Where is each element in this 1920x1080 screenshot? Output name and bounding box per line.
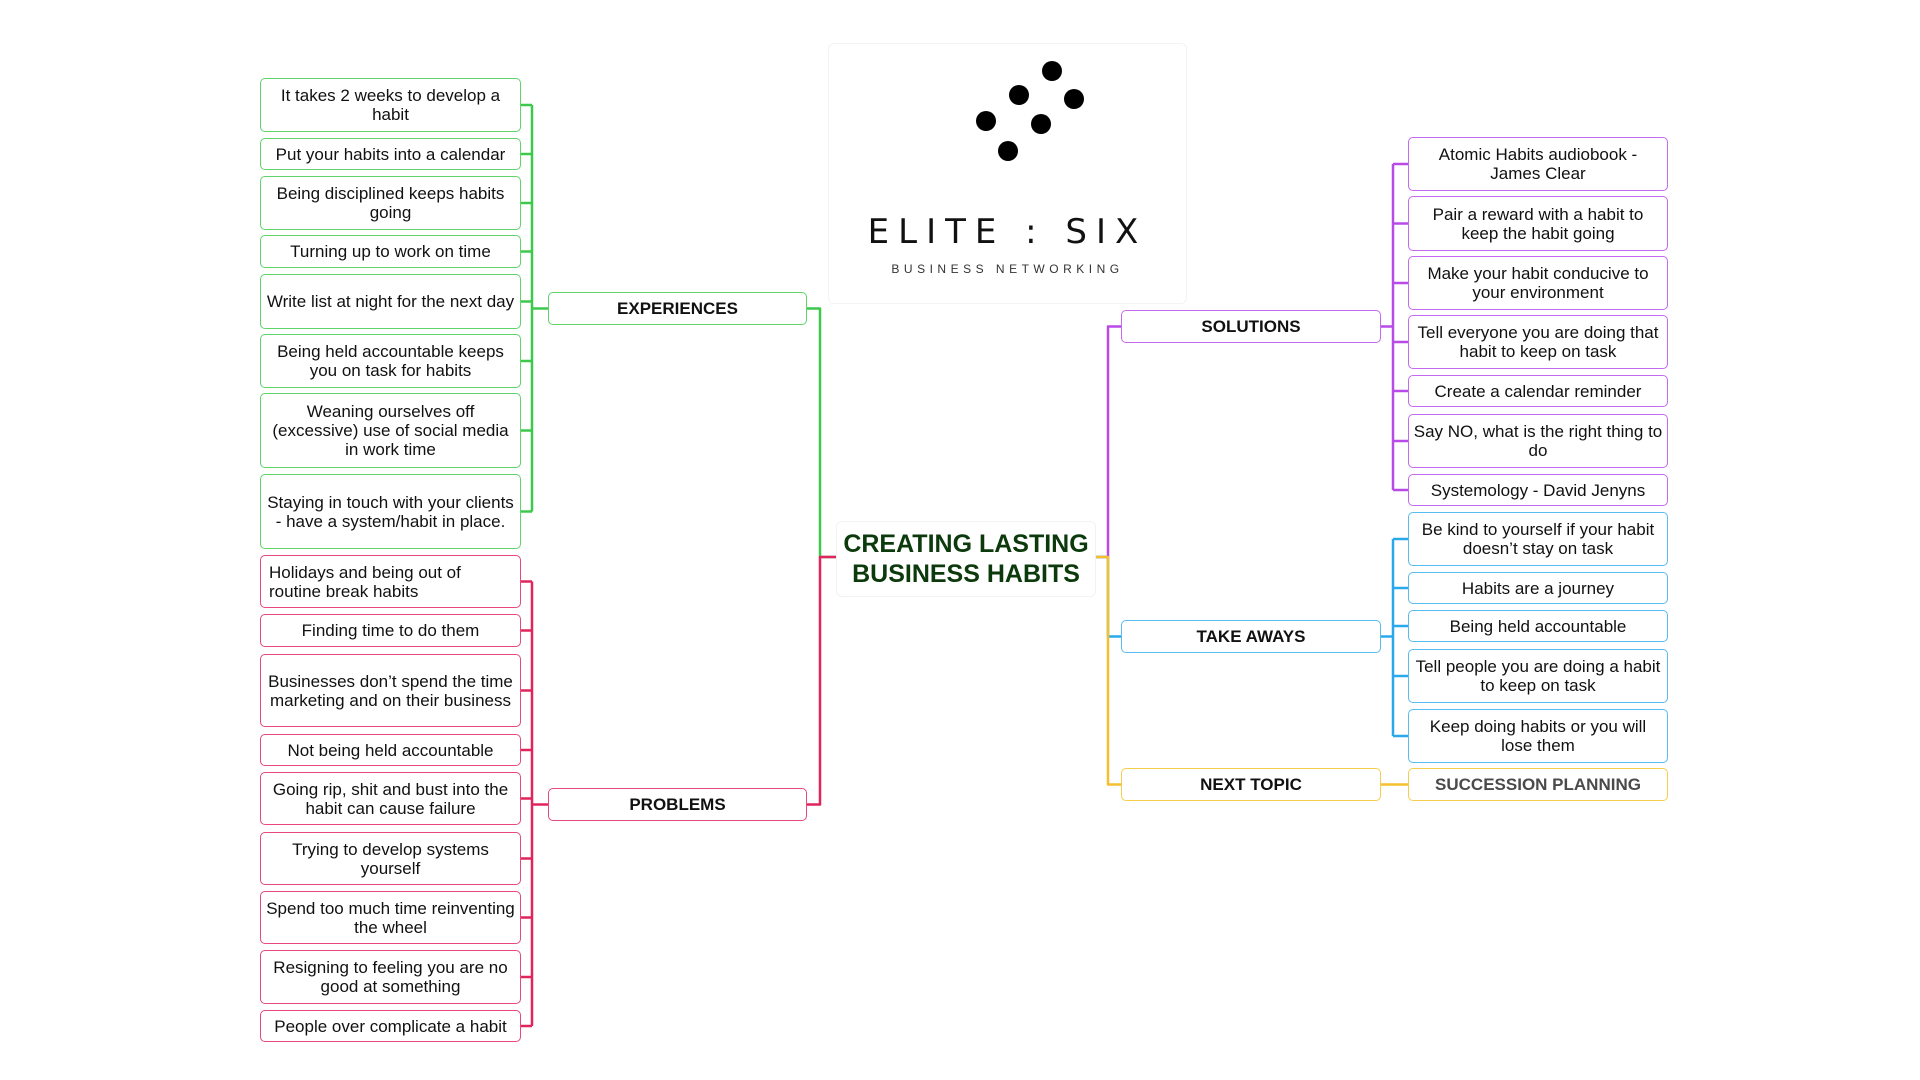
leaf-next-topic[interactable]: SUCCESSION PLANNING bbox=[1408, 768, 1668, 801]
branch-experiences[interactable]: EXPERIENCES bbox=[548, 292, 807, 325]
branch-next-topic-label: NEXT TOPIC bbox=[1200, 775, 1302, 794]
logo-dot bbox=[1042, 61, 1062, 81]
leaf-solutions-label: Make your habit conducive to your enviro… bbox=[1427, 264, 1649, 302]
leaf-solutions[interactable]: Create a calendar reminder bbox=[1408, 375, 1668, 407]
leaf-solutions-label: Create a calendar reminder bbox=[1434, 381, 1642, 401]
leaf-take-aways[interactable]: Be kind to yourself if your habit doesn’… bbox=[1408, 512, 1668, 566]
leaf-experiences-label: Put your habits into a calendar bbox=[275, 144, 506, 164]
leaf-problems[interactable]: Not being held accountable bbox=[260, 734, 521, 766]
leaf-take-aways-label: Being held accountable bbox=[1449, 616, 1627, 636]
leaf-solutions[interactable]: Pair a reward with a habit to keep the h… bbox=[1408, 196, 1668, 251]
leaf-experiences[interactable]: It takes 2 weeks to develop a habit bbox=[260, 78, 521, 132]
leaf-experiences[interactable]: Turning up to work on time bbox=[260, 235, 521, 268]
central-topic[interactable]: CREATING LASTING BUSINESS HABITS bbox=[836, 521, 1096, 597]
branch-problems-label: PROBLEMS bbox=[629, 795, 726, 814]
leaf-take-aways[interactable]: Keep doing habits or you will lose them bbox=[1408, 709, 1668, 763]
leaf-problems-label: Businesses don’t spend the time marketin… bbox=[268, 671, 513, 710]
logo-dot bbox=[1031, 114, 1051, 134]
leaf-experiences[interactable]: Weaning ourselves off (excessive) use of… bbox=[260, 393, 521, 468]
leaf-problems-label: Trying to develop systems yourself bbox=[292, 839, 489, 878]
branch-take-aways[interactable]: TAKE AWAYS bbox=[1121, 620, 1381, 653]
branch-problems[interactable]: PROBLEMS bbox=[548, 788, 807, 821]
leaf-experiences-label: Weaning ourselves off (excessive) use of… bbox=[272, 402, 509, 459]
leaf-take-aways[interactable]: Habits are a journey bbox=[1408, 572, 1668, 604]
connector-problems bbox=[807, 555, 836, 806]
leaf-experiences-label: Being disciplined keeps habits going bbox=[276, 184, 505, 222]
branch-solutions-label: SOLUTIONS bbox=[1201, 317, 1301, 336]
leaf-problems-label: People over complicate a habit bbox=[274, 1016, 507, 1036]
logo-dot bbox=[1064, 89, 1084, 109]
leaf-solutions[interactable]: Say NO, what is the right thing to do bbox=[1408, 414, 1668, 468]
leaf-experiences[interactable]: Write list at night for the next day bbox=[260, 274, 521, 329]
leaf-problems-label: Spend too much time reinventing the whee… bbox=[266, 898, 515, 937]
leaf-experiences[interactable]: Put your habits into a calendar bbox=[260, 138, 521, 170]
branch-take-aways-label: TAKE AWAYS bbox=[1196, 627, 1306, 646]
leaf-solutions-label: Systemology - David Jenyns bbox=[1430, 480, 1646, 500]
branch-solutions[interactable]: SOLUTIONS bbox=[1121, 310, 1381, 343]
leaf-take-aways-label: Be kind to yourself if your habit doesn’… bbox=[1421, 520, 1655, 558]
leaf-problems[interactable]: People over complicate a habit bbox=[260, 1010, 521, 1042]
leaf-take-aways[interactable]: Tell people you are doing a habit to kee… bbox=[1408, 649, 1668, 703]
leaf-solutions-label: Atomic Habits audiobook - James Clear bbox=[1438, 145, 1638, 183]
leaf-problems-label: Resigning to feeling you are no good at … bbox=[273, 958, 508, 996]
leaf-problems[interactable]: Trying to develop systems yourself bbox=[260, 832, 521, 885]
leaf-solutions-label: Say NO, what is the right thing to do bbox=[1413, 422, 1663, 460]
leaf-problems-label: Going rip, shit and bust into the habit … bbox=[272, 779, 509, 818]
leaf-solutions[interactable]: Tell everyone you are doing that habit t… bbox=[1408, 315, 1668, 369]
branch-next-topic[interactable]: NEXT TOPIC bbox=[1121, 768, 1381, 801]
leaf-take-aways[interactable]: Being held accountable bbox=[1408, 610, 1668, 642]
leaf-experiences-label: It takes 2 weeks to develop a habit bbox=[280, 86, 501, 124]
connector-next_topic bbox=[1094, 555, 1121, 786]
logo-dot bbox=[976, 111, 996, 131]
connector-experiences bbox=[807, 307, 836, 559]
leaf-experiences[interactable]: Staying in touch with your clients - hav… bbox=[260, 474, 521, 549]
leaf-experiences-label: Write list at night for the next day bbox=[266, 292, 515, 311]
leaf-solutions-label: Tell everyone you are doing that habit t… bbox=[1417, 323, 1659, 361]
logo-wordmark: ELITE : SIX bbox=[867, 212, 1148, 252]
leaf-experiences-label: Turning up to work on time bbox=[290, 242, 491, 261]
logo-dot bbox=[998, 141, 1018, 161]
branch-experiences-label: EXPERIENCES bbox=[617, 299, 738, 318]
connector-solutions bbox=[1094, 325, 1121, 559]
leaf-problems[interactable]: Businesses don’t spend the time marketin… bbox=[260, 654, 521, 727]
leaf-take-aways-label: Keep doing habits or you will lose them bbox=[1429, 717, 1647, 755]
leaf-experiences-label: Staying in touch with your clients - hav… bbox=[267, 492, 514, 531]
leaf-problems[interactable]: Going rip, shit and bust into the habit … bbox=[260, 772, 521, 825]
leaf-take-aways-label: Tell people you are doing a habit to kee… bbox=[1415, 657, 1661, 695]
leaf-experiences-label: Being held accountable keeps you on task… bbox=[277, 342, 504, 380]
logo-dot bbox=[1009, 85, 1029, 105]
leaf-problems-label: Not being held accountable bbox=[287, 740, 494, 760]
leaf-problems[interactable]: Spend too much time reinventing the whee… bbox=[260, 891, 521, 944]
logo-tagline: BUSINESS NETWORKING bbox=[891, 262, 1124, 276]
leaf-problems-label: Finding time to do them bbox=[301, 621, 480, 640]
leaf-solutions[interactable]: Systemology - David Jenyns bbox=[1408, 474, 1668, 506]
leaf-experiences[interactable]: Being disciplined keeps habits going bbox=[260, 176, 521, 230]
leaf-take-aways-label: Habits are a journey bbox=[1461, 578, 1615, 598]
leaf-solutions[interactable]: Atomic Habits audiobook - James Clear bbox=[1408, 137, 1668, 191]
elite-six-logo: ELITE : SIX BUSINESS NETWORKING bbox=[828, 43, 1187, 304]
leaf-solutions[interactable]: Make your habit conducive to your enviro… bbox=[1408, 256, 1668, 310]
leaf-solutions-label: Pair a reward with a habit to keep the h… bbox=[1432, 204, 1644, 243]
leaf-problems[interactable]: Resigning to feeling you are no good at … bbox=[260, 950, 521, 1004]
leaf-experiences[interactable]: Being held accountable keeps you on task… bbox=[260, 334, 521, 388]
leaf-problems[interactable]: Finding time to do them bbox=[260, 614, 521, 647]
leaf-next-topic-label: SUCCESSION PLANNING bbox=[1435, 775, 1641, 794]
leaf-problems-label: Holidays and being out of routine break … bbox=[269, 562, 461, 601]
leaf-problems[interactable]: Holidays and being out of routine break … bbox=[260, 555, 521, 608]
